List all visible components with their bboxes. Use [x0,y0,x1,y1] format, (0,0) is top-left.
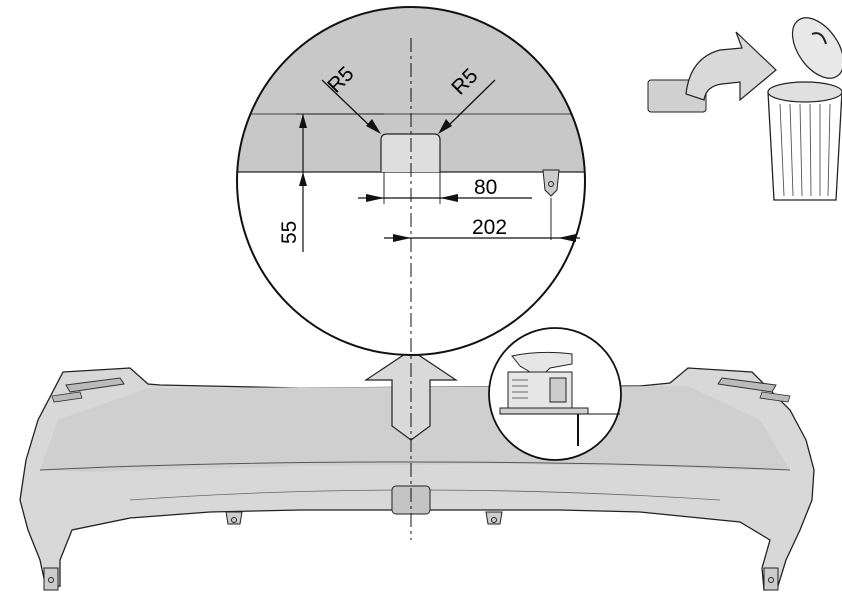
end-clip-left [43,567,59,591]
bracket-left [225,511,243,525]
distance-dimension [384,198,580,242]
end-clip-right [763,567,779,591]
bumper-crease-line [39,461,791,471]
discard-symbol [647,17,842,201]
jigsaw-icon [488,327,622,461]
cutout-height-label: 55 [278,221,301,244]
distance-label: 202 [472,216,507,239]
bracket-right [485,511,503,525]
magnified-detail: R5 R5 80 202 55 [236,6,586,356]
right-reflector-2 [759,391,791,403]
right-reflector [717,377,777,393]
width-dimension [358,172,532,204]
left-reflector-2 [51,391,83,403]
height-dimension [296,113,384,252]
radius-leader-left [321,79,381,134]
radius-leader-right [438,79,496,134]
left-reflector [65,377,125,393]
curved-arrow-icon [685,31,777,102]
detail-bracket [542,169,560,197]
trash-can-icon [767,17,842,201]
cutout-width-label: 80 [474,176,497,199]
